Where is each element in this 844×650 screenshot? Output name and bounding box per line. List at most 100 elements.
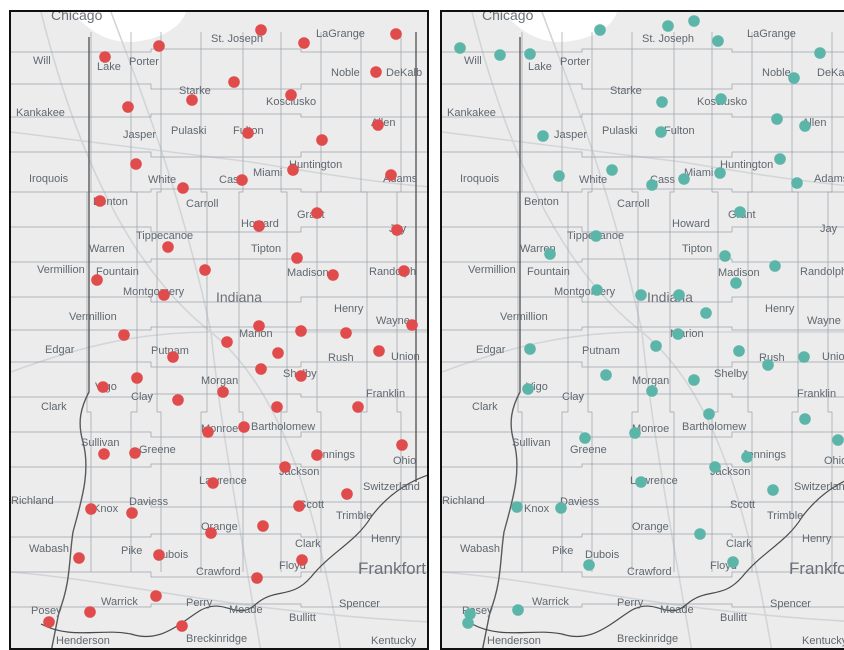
marker-red[interactable] [255, 363, 267, 375]
marker-red[interactable] [199, 264, 211, 276]
marker-teal[interactable] [464, 608, 476, 620]
marker-red[interactable] [390, 28, 402, 40]
marker-red[interactable] [228, 76, 240, 88]
marker-red[interactable] [176, 620, 188, 632]
marker-red[interactable] [236, 174, 248, 186]
marker-red[interactable] [126, 507, 138, 519]
marker-red[interactable] [172, 394, 184, 406]
marker-red[interactable] [296, 554, 308, 566]
marker-red[interactable] [291, 252, 303, 264]
marker-teal[interactable] [673, 289, 685, 301]
marker-red[interactable] [340, 327, 352, 339]
marker-teal[interactable] [703, 408, 715, 420]
marker-teal[interactable] [733, 345, 745, 357]
marker-red[interactable] [316, 134, 328, 146]
marker-red[interactable] [271, 401, 283, 413]
marker-teal[interactable] [700, 307, 712, 319]
marker-teal[interactable] [635, 476, 647, 488]
marker-teal[interactable] [646, 179, 658, 191]
marker-red[interactable] [341, 488, 353, 500]
marker-teal[interactable] [512, 604, 524, 616]
marker-red[interactable] [94, 195, 106, 207]
marker-teal[interactable] [832, 434, 844, 446]
marker-red[interactable] [242, 127, 254, 139]
marker-red[interactable] [158, 289, 170, 301]
marker-red[interactable] [130, 158, 142, 170]
marker-teal[interactable] [553, 170, 565, 182]
marker-red[interactable] [373, 345, 385, 357]
marker-red[interactable] [279, 461, 291, 473]
marker-red[interactable] [372, 119, 384, 131]
marker-red[interactable] [217, 386, 229, 398]
marker-teal[interactable] [537, 130, 549, 142]
marker-red[interactable] [186, 94, 198, 106]
marker-teal[interactable] [678, 173, 690, 185]
marker-teal[interactable] [799, 413, 811, 425]
marker-teal[interactable] [762, 359, 774, 371]
marker-teal[interactable] [719, 250, 731, 262]
marker-red[interactable] [99, 51, 111, 63]
marker-teal[interactable] [741, 451, 753, 463]
marker-teal[interactable] [462, 617, 474, 629]
marker-teal[interactable] [714, 167, 726, 179]
marker-red[interactable] [396, 439, 408, 451]
marker-teal[interactable] [672, 328, 684, 340]
marker-teal[interactable] [791, 177, 803, 189]
marker-red[interactable] [253, 220, 265, 232]
marker-teal[interactable] [814, 47, 826, 59]
marker-red[interactable] [251, 572, 263, 584]
marker-teal[interactable] [524, 48, 536, 60]
marker-teal[interactable] [709, 461, 721, 473]
marker-teal[interactable] [662, 20, 674, 32]
marker-red[interactable] [129, 447, 141, 459]
marker-teal[interactable] [544, 248, 556, 260]
marker-red[interactable] [177, 182, 189, 194]
marker-red[interactable] [311, 449, 323, 461]
marker-teal[interactable] [555, 502, 567, 514]
marker-teal[interactable] [635, 289, 647, 301]
marker-teal[interactable] [774, 153, 786, 165]
marker-teal[interactable] [524, 343, 536, 355]
marker-red[interactable] [153, 40, 165, 52]
marker-red[interactable] [255, 24, 267, 36]
marker-red[interactable] [167, 351, 179, 363]
marker-teal[interactable] [629, 427, 641, 439]
marker-red[interactable] [122, 101, 134, 113]
marker-red[interactable] [295, 370, 307, 382]
marker-teal[interactable] [688, 15, 700, 27]
marker-red[interactable] [293, 500, 305, 512]
marker-red[interactable] [285, 89, 297, 101]
marker-teal[interactable] [656, 96, 668, 108]
marker-teal[interactable] [600, 369, 612, 381]
marker-teal[interactable] [494, 49, 506, 61]
marker-red[interactable] [162, 241, 174, 253]
marker-red[interactable] [84, 606, 96, 618]
marker-red[interactable] [131, 372, 143, 384]
marker-teal[interactable] [655, 126, 667, 138]
marker-red[interactable] [97, 381, 109, 393]
marker-teal[interactable] [769, 260, 781, 272]
marker-red[interactable] [205, 527, 217, 539]
marker-red[interactable] [91, 274, 103, 286]
marker-red[interactable] [272, 347, 284, 359]
marker-red[interactable] [98, 448, 110, 460]
marker-teal[interactable] [771, 113, 783, 125]
marker-red[interactable] [406, 319, 418, 331]
marker-teal[interactable] [650, 340, 662, 352]
marker-teal[interactable] [606, 164, 618, 176]
marker-teal[interactable] [454, 42, 466, 54]
marker-teal[interactable] [646, 385, 658, 397]
marker-red[interactable] [295, 325, 307, 337]
marker-red[interactable] [43, 616, 55, 628]
marker-red[interactable] [391, 224, 403, 236]
marker-red[interactable] [150, 590, 162, 602]
marker-red[interactable] [221, 336, 233, 348]
marker-red[interactable] [287, 164, 299, 176]
marker-teal[interactable] [712, 35, 724, 47]
marker-red[interactable] [202, 426, 214, 438]
marker-teal[interactable] [727, 556, 739, 568]
marker-red[interactable] [153, 549, 165, 561]
marker-red[interactable] [385, 169, 397, 181]
